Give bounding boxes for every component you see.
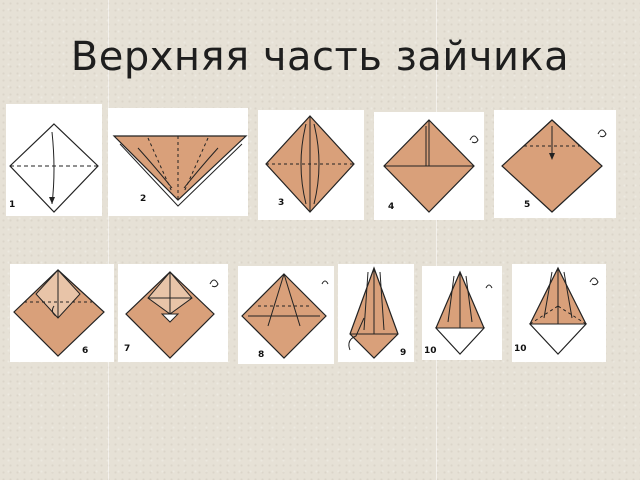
step-number: 3 [278, 198, 285, 208]
step-1-card: 1 [6, 104, 102, 216]
step-7-diagram [125, 271, 219, 359]
step-number: 9 [400, 348, 407, 358]
step-1-diagram [9, 123, 99, 213]
step-6-card: 6 [10, 264, 114, 362]
step-3-card: 3 [258, 110, 364, 220]
step-number: 10 [424, 346, 437, 356]
step-number: 2 [140, 194, 147, 204]
step-9-diagram [348, 266, 399, 359]
step-5-card: 5 [494, 110, 616, 218]
step-number: 5 [524, 200, 531, 210]
step-3-diagram [265, 115, 355, 213]
step-number: 7 [124, 344, 131, 354]
step-5-diagram [501, 119, 607, 213]
step-number: 8 [258, 350, 265, 360]
step-number: 10 [514, 344, 527, 354]
step-2-diagram [112, 135, 248, 207]
step-10b-card: 10 [512, 264, 606, 362]
step-6-diagram [13, 269, 105, 357]
step-8-diagram [241, 273, 329, 359]
background-divider-right [436, 0, 437, 480]
step-number: 1 [9, 200, 16, 210]
page-title: Верхняя часть зайчика [70, 34, 570, 80]
step-10a-diagram [434, 270, 493, 355]
step-4-diagram [383, 119, 479, 213]
step-10a-card: 10 [422, 266, 502, 360]
step-2-card: 2 [108, 108, 248, 216]
step-7-card: 7 [118, 264, 228, 362]
step-number: 6 [82, 346, 89, 356]
step-10b-diagram [528, 266, 599, 355]
step-8-card: 8 [238, 266, 334, 364]
background-divider-left [108, 0, 109, 480]
step-9-card: 9 [338, 264, 414, 362]
step-4-card: 4 [374, 112, 484, 220]
step-number: 4 [388, 202, 395, 212]
